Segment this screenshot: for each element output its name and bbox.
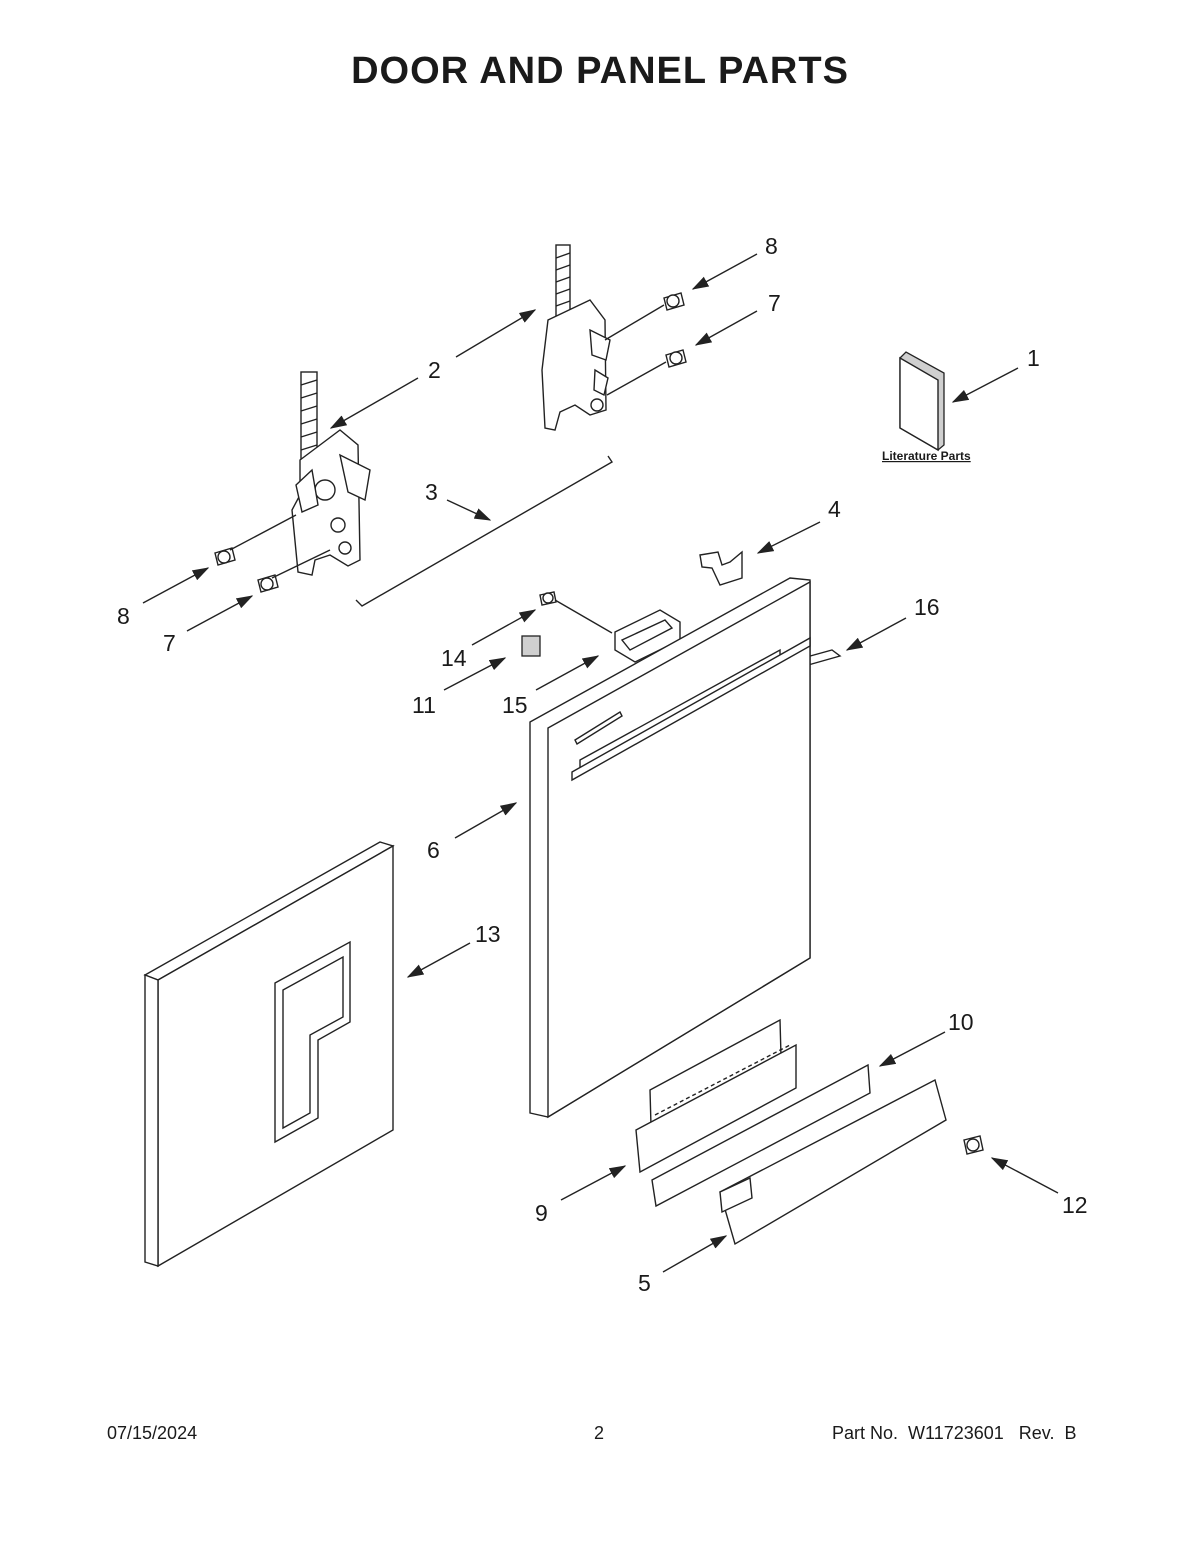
handle-screw [539, 591, 613, 634]
toe-kick-bracket [719, 1078, 947, 1246]
callout-4: 4 [828, 496, 841, 522]
callout-16: 16 [914, 594, 940, 620]
left-door-hinge [291, 371, 371, 576]
callout-10: 10 [948, 1009, 974, 1035]
footer-page-number: 2 [594, 1423, 605, 1443]
literature-parts-book [899, 351, 945, 452]
callout-15: 15 [502, 692, 528, 718]
callout-1: 1 [1027, 345, 1040, 371]
callout-leaders [142, 253, 1059, 1273]
right-door-hinge [541, 244, 611, 431]
right-hinge-screws [604, 292, 687, 396]
door-clip [699, 550, 743, 586]
callout-7-right: 7 [768, 290, 781, 316]
callout-9: 9 [535, 1200, 548, 1226]
callout-14: 14 [441, 645, 467, 671]
callout-6: 6 [427, 837, 440, 863]
callout-5: 5 [638, 1270, 651, 1296]
page-title: DOOR AND PANEL PARTS [351, 50, 849, 92]
handle-bracket [521, 635, 541, 657]
door-rod [355, 455, 613, 607]
door-handle-latch [614, 609, 681, 663]
outer-door-panel [529, 577, 811, 1119]
callout-8-right: 8 [765, 233, 778, 259]
footer-date: 07/15/2024 [107, 1423, 198, 1443]
toe-kick-insulation [635, 1018, 797, 1174]
callout-8-left: 8 [117, 603, 130, 629]
callout-12: 12 [1062, 1192, 1088, 1218]
callout-13: 13 [475, 921, 501, 947]
left-hinge-screws [214, 514, 331, 593]
callout-11: 11 [412, 692, 436, 718]
toe-kick-screw [963, 1135, 984, 1155]
callout-3: 3 [425, 479, 438, 505]
toe-kick-strip [651, 1063, 871, 1208]
footer-part-number: Part No. W11723601 Rev. B [832, 1423, 1077, 1443]
inner-door-panel [143, 841, 395, 1268]
literature-parts-label: Literature Parts [882, 449, 971, 463]
callout-2: 2 [428, 357, 441, 383]
callout-7-left: 7 [163, 630, 176, 656]
